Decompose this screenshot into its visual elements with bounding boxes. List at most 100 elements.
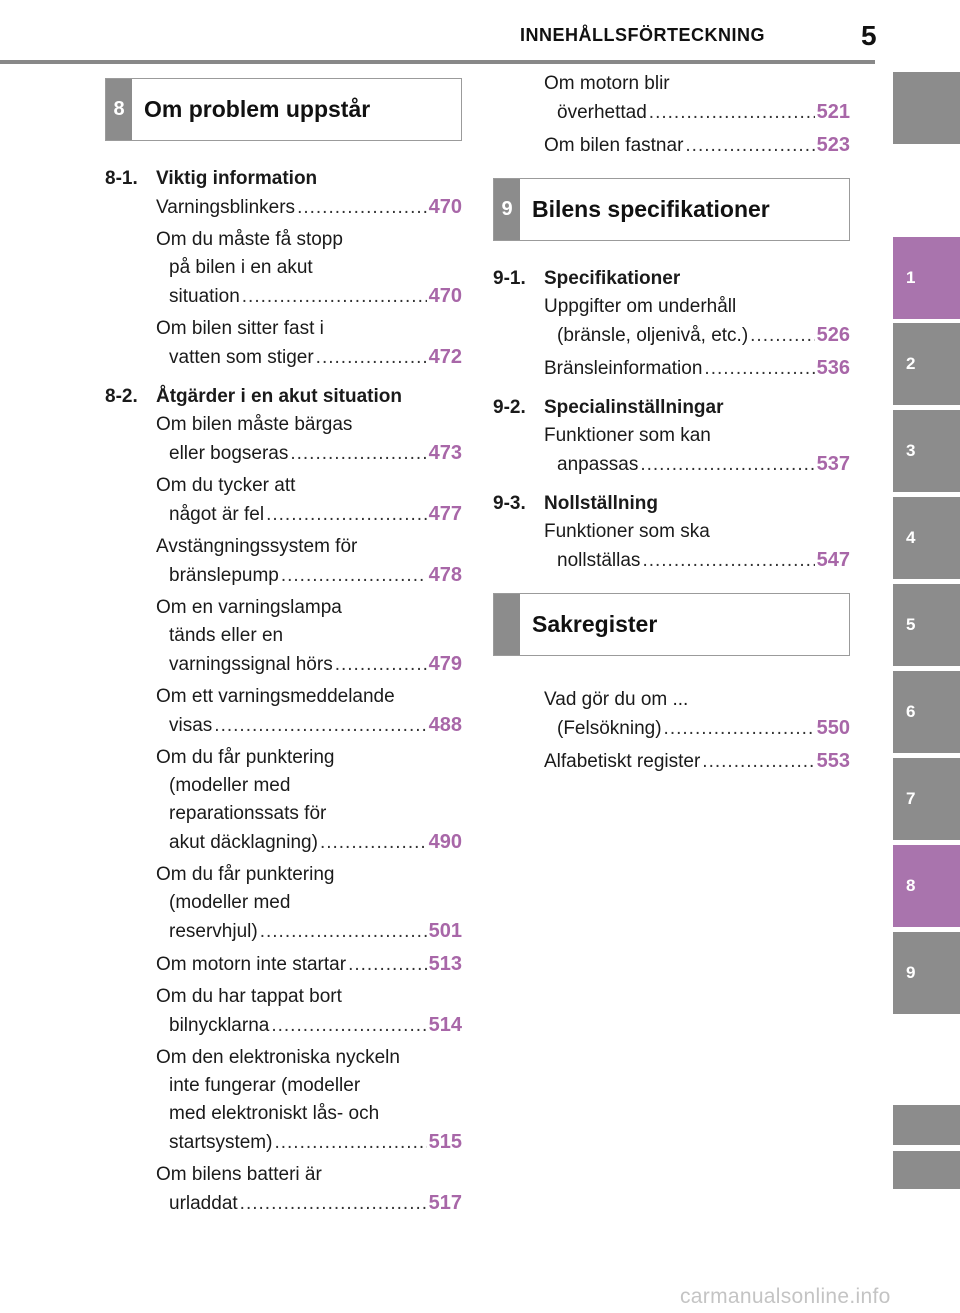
toc-entry-text: något är fel — [169, 504, 265, 525]
toc-page-number[interactable]: 477 — [428, 503, 462, 525]
toc-entry[interactable]: Om bilen fastnar 523 — [544, 131, 850, 164]
toc-page-number[interactable]: 488 — [428, 714, 462, 736]
toc-page-number[interactable]: 478 — [428, 564, 462, 586]
dot-leader — [664, 715, 815, 743]
toc-page-number[interactable]: 550 — [816, 717, 850, 739]
toc-page-number[interactable]: 472 — [428, 346, 462, 368]
toc-entry[interactable]: Avstängningssystem förbränslepump478 — [156, 533, 462, 594]
toc-entry-text: varningssignal hörs — [169, 654, 333, 675]
toc-entry-text: urladdat — [169, 1193, 238, 1214]
toc-entry-text: Vad gör du om ... — [544, 689, 689, 710]
toc-entry-text: Om ett varningsmeddelande — [156, 686, 395, 707]
dot-leader — [316, 344, 427, 372]
chapter-tab-label: 5 — [906, 615, 916, 634]
header-rule — [0, 60, 875, 64]
toc-entry[interactable]: Om bilens batteri är urladdat 517 — [156, 1161, 462, 1222]
chapter-tab-blank-0[interactable] — [893, 72, 960, 144]
dot-leader — [750, 322, 814, 350]
subsection-code: 9-1. — [493, 268, 526, 289]
toc-entry-text: Om du måste få stopp — [156, 229, 343, 250]
chapter-tab-blank-10[interactable] — [893, 1105, 960, 1145]
toc-page-number[interactable]: 536 — [816, 357, 850, 379]
toc-subsection-heading[interactable]: 9-2.Specialinställningar — [493, 394, 850, 422]
chapter-tab-1[interactable]: 1 — [893, 237, 960, 319]
toc-entry-text: Funktioner som kan — [544, 425, 711, 446]
chapter-tab-blank-11[interactable] — [893, 1151, 960, 1189]
toc-continued-entries: Om motorn bliröverhettad521Om bilen fast… — [493, 70, 850, 164]
toc-page-number[interactable]: 490 — [428, 831, 462, 853]
toc-entry-text: reparationssats för — [169, 803, 327, 824]
toc-page-number[interactable]: 501 — [428, 920, 462, 942]
toc-page-number[interactable]: 470 — [428, 196, 462, 218]
section-number — [494, 594, 520, 655]
section-header-8: 8 Om problem uppstår — [105, 78, 462, 141]
dot-leader — [335, 651, 427, 679]
toc-left-column: 8 Om problem uppstår 8-1.Viktig informat… — [105, 78, 462, 1222]
toc-entry[interactable]: Vad gör du om ... (Felsökning) 550 — [544, 686, 850, 747]
toc-page-number[interactable]: 515 — [428, 1131, 462, 1153]
toc-page-number[interactable]: 547 — [816, 549, 850, 571]
toc-page-number[interactable]: 523 — [816, 134, 850, 156]
toc-subsection-heading[interactable]: 9-1. Specifikationer — [493, 265, 850, 293]
toc-entry-text: Om motorn inte startar — [156, 954, 347, 975]
toc-page-number[interactable]: 473 — [428, 442, 462, 464]
dot-leader — [260, 918, 427, 946]
toc-page-number[interactable]: 526 — [816, 324, 850, 346]
toc-page-number[interactable]: 537 — [816, 453, 850, 475]
subsection-code: 8-2. — [105, 386, 138, 407]
toc-page-number[interactable]: 517 — [428, 1192, 462, 1214]
toc-entry-text: Avstängningssystem för — [156, 536, 358, 557]
chapter-tab-9[interactable]: 9 — [893, 932, 960, 1014]
toc-page-number[interactable]: 479 — [428, 653, 462, 675]
subsection-title: Specifikationer — [544, 268, 681, 289]
chapter-tab-6[interactable]: 6 — [893, 671, 960, 753]
chapter-tab-label: 3 — [906, 441, 916, 460]
toc-entry[interactable]: Bränsleinformation536 — [544, 354, 850, 387]
toc-entry-text: anpassas — [557, 454, 639, 475]
toc-subsection-heading[interactable]: 8-1.Viktig information — [105, 165, 462, 193]
toc-entry-text: Om bilen fastnar — [544, 135, 684, 156]
toc-entry[interactable]: Varningsblinkers470 — [156, 193, 462, 226]
chapter-tab-5[interactable]: 5 — [893, 584, 960, 666]
toc-subsection-heading[interactable]: 8-2.Åtgärder i en akut situation — [105, 383, 462, 411]
toc-entry[interactable]: Funktioner som skanollställas547 — [544, 518, 850, 579]
toc-entry-text: (Felsökning) — [557, 718, 662, 739]
toc-entry-text: (bränsle, oljenivå, etc.) — [557, 325, 749, 346]
toc-entry-text: startsystem) — [169, 1132, 273, 1153]
toc-entry[interactable]: Om du har tappat bortbilnycklarna514 — [156, 983, 462, 1044]
subsection-code: 9-2. — [493, 397, 526, 418]
chapter-tab-4[interactable]: 4 — [893, 497, 960, 579]
toc-entry-text: Om bilen sitter fast i — [156, 318, 324, 339]
toc-page-number[interactable]: 470 — [428, 285, 462, 307]
dot-leader — [281, 562, 427, 590]
chapter-tab-8[interactable]: 8 — [893, 845, 960, 927]
chapter-tab-label: 9 — [906, 963, 916, 982]
toc-page-number[interactable]: 514 — [428, 1014, 462, 1036]
toc-page-number[interactable]: 513 — [428, 953, 462, 975]
toc-page-number[interactable]: 553 — [816, 750, 850, 772]
toc-entry-text: Om du får punktering — [156, 747, 335, 768]
dot-leader — [240, 1190, 427, 1218]
toc-entry[interactable]: Om motorn inte startar 513 — [156, 950, 462, 983]
toc-entry[interactable]: Funktioner som kan anpassas 537 — [544, 422, 850, 483]
toc-page-number[interactable]: 521 — [816, 101, 850, 123]
toc-entry-text: Om bilens batteri är — [156, 1164, 322, 1185]
chapter-tab-3[interactable]: 3 — [893, 410, 960, 492]
toc-entry[interactable]: Om motorn bliröverhettad521 — [544, 70, 850, 131]
toc-entry[interactable]: Uppgifter om underhåll(bränsle, oljenivå… — [544, 293, 850, 354]
toc-subsection-heading[interactable]: 9-3.Nollställning — [493, 490, 850, 518]
toc-index-entries: Vad gör du om ... (Felsökning) 550Alfabeti… — [493, 686, 850, 780]
toc-entry[interactable]: Om ett varningsmeddelandevisas488 — [156, 683, 462, 744]
chapter-tab-7[interactable]: 7 — [893, 758, 960, 840]
toc-entry[interactable]: Alfabetiskt register553 — [544, 747, 850, 780]
chapter-tab-2[interactable]: 2 — [893, 323, 960, 405]
toc-entry-text: eller bogseras — [169, 443, 289, 464]
